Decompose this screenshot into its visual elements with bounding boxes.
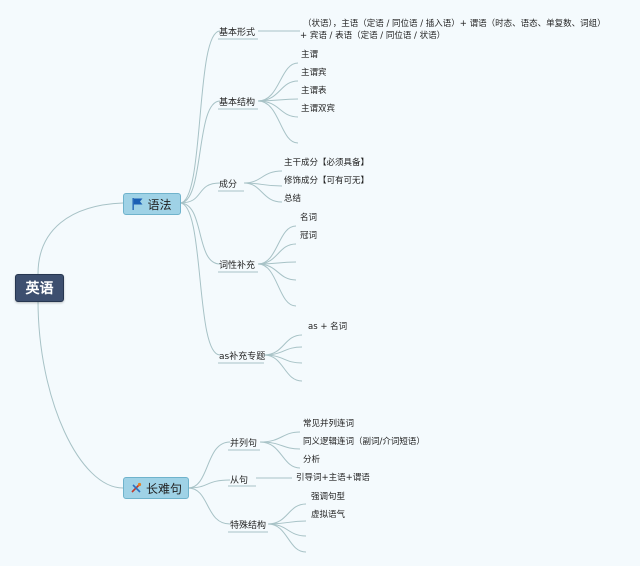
flag-icon xyxy=(132,198,143,210)
subtopic-as-topic[interactable]: as补充专题 xyxy=(219,352,266,362)
subtopic-clause[interactable]: 从句 xyxy=(230,476,249,486)
basic-structure-item[interactable]: 主谓 xyxy=(301,50,319,60)
subtopic-components[interactable]: 成分 xyxy=(219,180,238,190)
clause-item[interactable]: 引导词+主语+谓语 xyxy=(296,473,370,483)
tools-icon xyxy=(131,482,142,493)
special-item[interactable]: 强调句型 xyxy=(311,492,346,502)
basic-structure-item[interactable]: 主谓表 xyxy=(301,86,327,96)
root-node[interactable]: 英语 xyxy=(15,274,64,302)
as-topic-item[interactable]: as + 名词 xyxy=(308,322,348,332)
subtopic-basic-structure[interactable]: 基本结构 xyxy=(219,98,256,108)
subtopic-parallel[interactable]: 并列句 xyxy=(230,439,258,449)
parallel-item[interactable]: 同义逻辑连词（副词/介词短语） xyxy=(303,437,425,447)
components-item[interactable]: 修饰成分【可有可无】 xyxy=(284,176,370,186)
basic-form-line2[interactable]: + 宾语 / 表语（定语 / 同位语 / 状语） xyxy=(300,31,446,41)
components-item[interactable]: 主干成分【必须具备】 xyxy=(284,158,370,168)
topic-grammar-label: 语法 xyxy=(147,197,172,212)
subtopic-pos-supplement[interactable]: 词性补充 xyxy=(219,261,256,271)
subtopic-special[interactable]: 特殊结构 xyxy=(230,521,267,531)
topic-grammar[interactable]: 语法 xyxy=(123,193,181,215)
subtopic-basic-form[interactable]: 基本形式 xyxy=(219,28,256,38)
basic-structure-item[interactable]: 主谓宾 xyxy=(301,68,327,78)
special-item[interactable]: 虚拟语气 xyxy=(311,510,346,520)
topic-long-sentence-label: 长难句 xyxy=(145,481,182,496)
basic-form-line1[interactable]: （状语），主语（定语 / 同位语 / 插入语）+ 谓语（时态、语态、单复数、词组… xyxy=(303,19,606,29)
pos-supplement-item[interactable]: 名词 xyxy=(300,213,318,223)
root-label: 英语 xyxy=(25,281,54,297)
parallel-item[interactable]: 常见并列连词 xyxy=(303,419,355,429)
components-item[interactable]: 总结 xyxy=(284,194,302,204)
topic-long-sentence[interactable]: 长难句 xyxy=(123,477,189,499)
pos-supplement-item[interactable]: 冠词 xyxy=(300,231,318,241)
basic-structure-item[interactable]: 主谓双宾 xyxy=(301,104,336,114)
parallel-item[interactable]: 分析 xyxy=(303,455,321,465)
